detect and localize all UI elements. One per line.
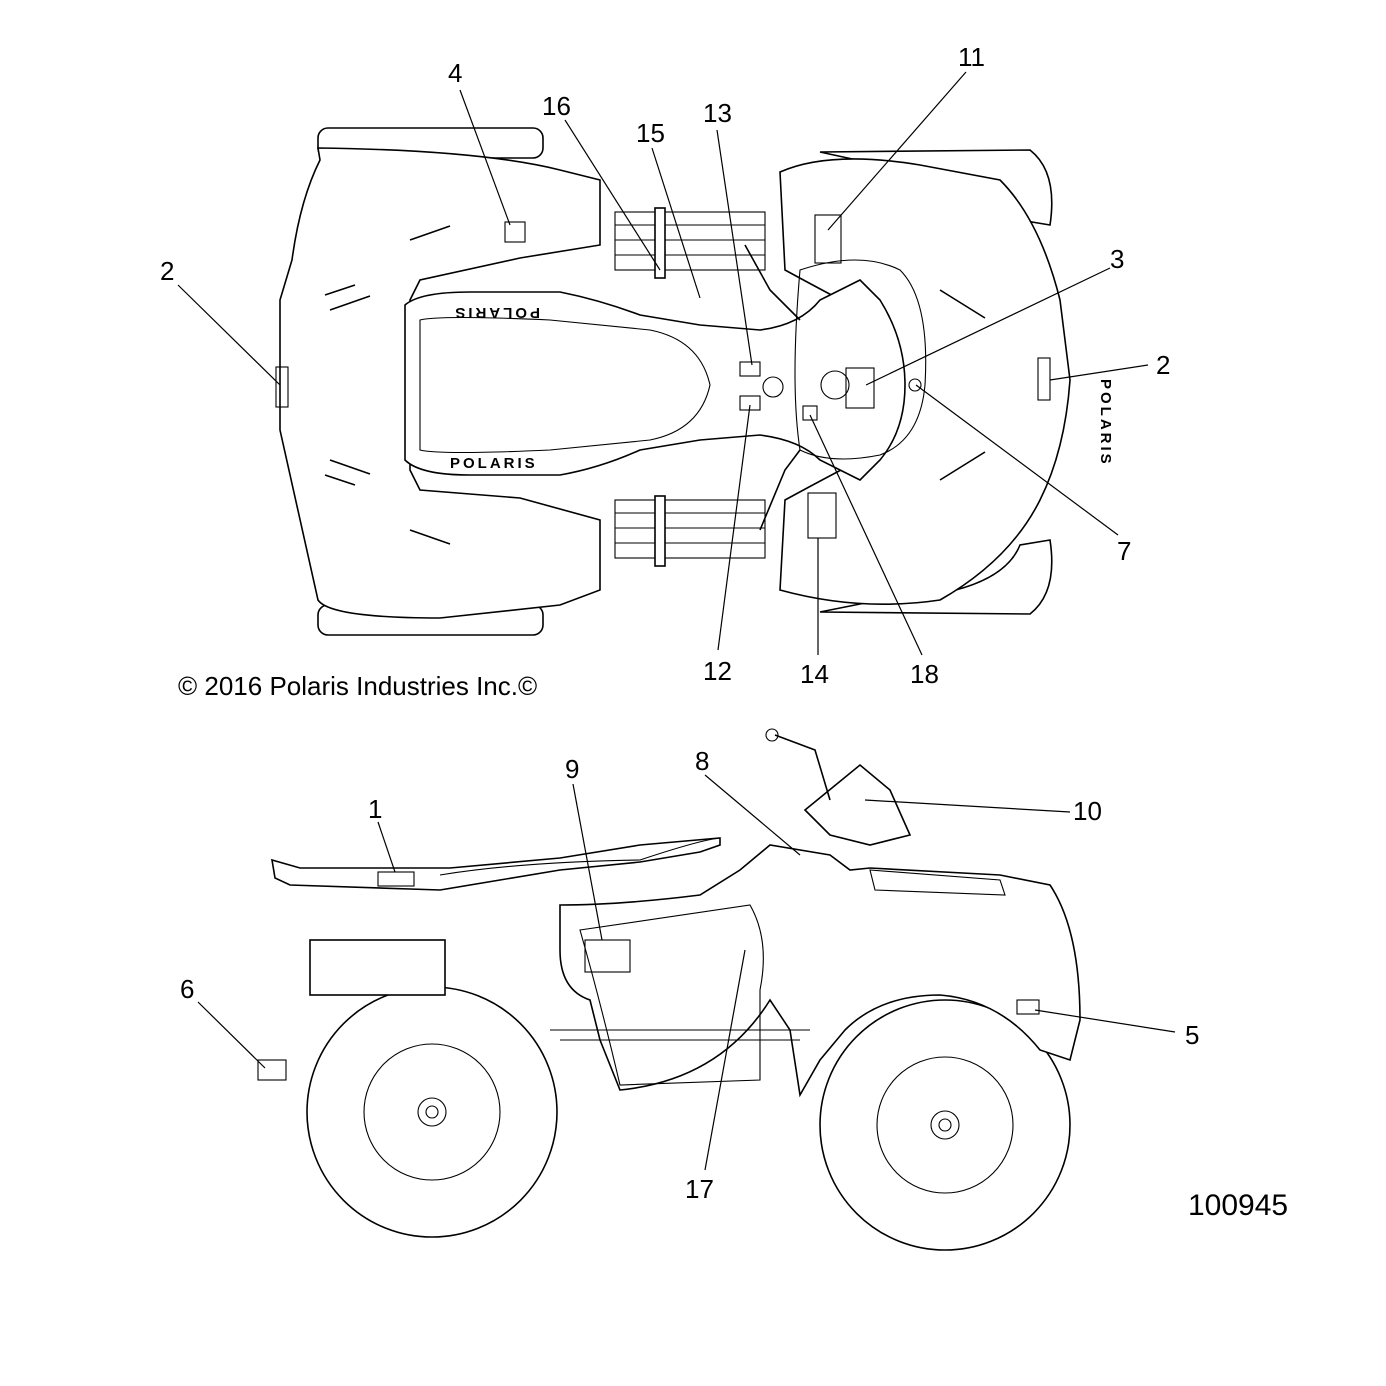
footwell-bottom bbox=[614, 495, 766, 567]
rear-hub bbox=[417, 1097, 447, 1127]
handlebar-side bbox=[774, 734, 831, 801]
brand-logo-front: POLARIS bbox=[1097, 379, 1114, 467]
decal-14 bbox=[807, 492, 837, 539]
callout-16: 16 bbox=[542, 91, 571, 121]
callout-2-rear: 2 bbox=[160, 256, 174, 286]
decal-3 bbox=[845, 367, 875, 409]
callout-1: 1 bbox=[368, 794, 382, 824]
front-rim bbox=[876, 1056, 1014, 1194]
front-hub bbox=[930, 1110, 960, 1140]
handlebar-left bbox=[759, 449, 801, 531]
callout-10: 10 bbox=[1073, 796, 1102, 826]
callout-17: 17 bbox=[685, 1174, 714, 1204]
callout-8: 8 bbox=[695, 746, 709, 776]
decal-4 bbox=[504, 221, 526, 243]
decal-11 bbox=[814, 214, 842, 264]
headlight-pod bbox=[803, 763, 912, 846]
fuel-cap-area bbox=[794, 259, 927, 460]
callout-3: 3 bbox=[1110, 244, 1124, 274]
decal-9 bbox=[584, 939, 631, 973]
fender-vents bbox=[324, 225, 986, 545]
brand-logo-top: POLARIS bbox=[452, 304, 540, 321]
callout-15: 15 bbox=[636, 118, 665, 148]
callout-14: 14 bbox=[800, 659, 829, 689]
decal-13 bbox=[739, 361, 761, 377]
decal-2-front bbox=[1037, 357, 1051, 401]
seat-inner bbox=[419, 316, 711, 454]
rear-tire-side bbox=[306, 986, 558, 1238]
rear-storage-box bbox=[309, 939, 446, 996]
decal-18 bbox=[802, 405, 818, 421]
callouts: 4 16 15 13 11 3 2 2 7 12 14 18 1 9 8 10 … bbox=[160, 42, 1199, 1204]
figure-number: 100945 bbox=[1188, 1189, 1288, 1222]
leader-lines bbox=[177, 71, 1176, 1171]
callout-12: 12 bbox=[703, 656, 732, 686]
brand-logo-bottom: POLARIS bbox=[450, 455, 538, 472]
atv-top-view: POLARIS POLARIS POLARIS bbox=[275, 127, 1114, 636]
rear-rack bbox=[271, 837, 721, 891]
decal-2-rear bbox=[275, 366, 289, 408]
callout-9: 9 bbox=[565, 754, 579, 784]
decal-5 bbox=[1016, 999, 1040, 1015]
callout-4: 4 bbox=[448, 58, 462, 88]
side-panel bbox=[579, 904, 764, 1086]
seat-side bbox=[439, 837, 721, 876]
steering-hub bbox=[820, 370, 850, 400]
seat-body bbox=[404, 279, 906, 481]
callout-5: 5 bbox=[1185, 1020, 1199, 1050]
footwell-top bbox=[614, 207, 766, 279]
decal-1 bbox=[377, 871, 415, 887]
rear-rim bbox=[363, 1043, 501, 1181]
front-bumper bbox=[869, 869, 1006, 896]
callout-11: 11 bbox=[958, 42, 985, 72]
decal-6 bbox=[257, 1059, 287, 1081]
rear-fender bbox=[279, 147, 601, 619]
decal-12 bbox=[739, 395, 761, 411]
callout-13: 13 bbox=[703, 98, 732, 128]
decal-7 bbox=[908, 378, 922, 392]
atv-side-view bbox=[257, 728, 1081, 1251]
callout-7: 7 bbox=[1117, 536, 1131, 566]
fuel-cap bbox=[762, 376, 784, 398]
callout-2-front: 2 bbox=[1156, 350, 1170, 380]
front-tire-side bbox=[819, 999, 1071, 1251]
copyright-notice: © 2016 Polaris Industries Inc.© bbox=[178, 671, 537, 701]
callout-6: 6 bbox=[180, 974, 194, 1004]
callout-18: 18 bbox=[910, 659, 939, 689]
side-body bbox=[559, 844, 1081, 1098]
handlebar-right bbox=[744, 244, 801, 321]
